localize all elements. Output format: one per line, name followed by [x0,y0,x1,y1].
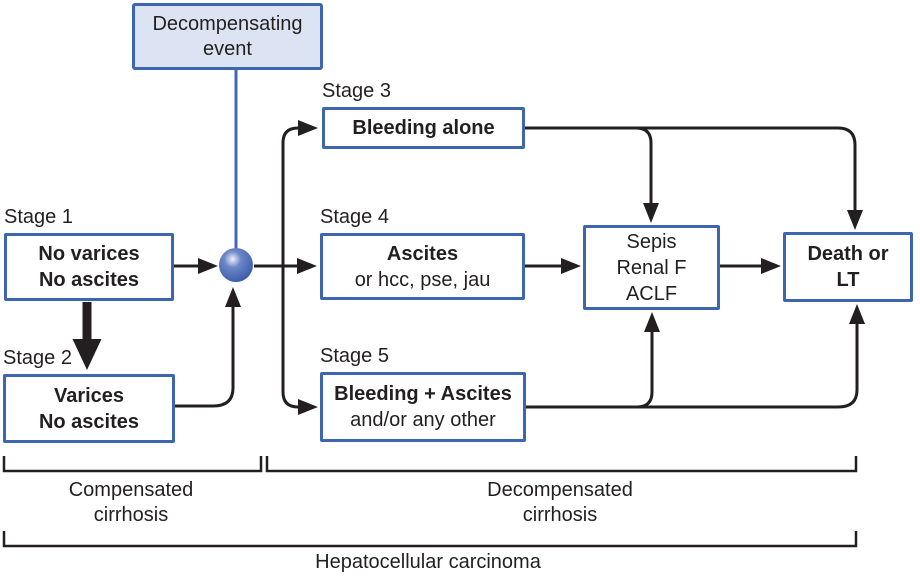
stage4-line2: or hcc, pse, jau [354,268,491,291]
stage4-label: Stage 4 [320,206,389,228]
stage3-line1: Bleeding alone [352,117,495,139]
death-line2: LT [836,269,860,291]
stage1-label: Stage 1 [4,206,73,228]
arrow-stage5-to-sepis [636,312,660,409]
bracket-hepatocellular [2,531,858,548]
stage5-label: Stage 5 [320,345,389,367]
stage3-box: Bleeding alone [322,107,525,149]
stage1-line1: No varices [38,243,140,265]
decompensating-event-box: Decompensating event [132,3,323,70]
decompensation-node-sphere [219,248,253,282]
bracket-decompensated [265,456,858,473]
stage5-line2: and/or any other [350,409,496,431]
arrow-node-to-stage3-and-stage5 [281,120,318,415]
compensated-line2: cirrhosis [93,504,169,526]
compensated-cirrhosis-label: Compensated cirrhosis [11,478,251,528]
hepatocellular-carcinoma-label: Hepatocellular carcinoma [315,551,541,573]
stage1-box: No varices No ascites [4,233,174,301]
stage5-box: Bleeding + Ascites and/or any other [320,372,526,442]
sepis-line2: Renal F [616,256,687,279]
compensated-line1: Compensated [68,479,194,501]
decompensated-line2: cirrhosis [522,504,598,526]
stage3-label: Stage 3 [322,80,391,102]
arrow-stage1-to-stage2 [72,302,102,370]
sepis-line3: ACLF [625,282,678,305]
stage4-box: Ascites or hcc, pse, jau [320,233,525,300]
arrow-stage3-to-death [525,126,863,230]
death-box: Death or LT [783,232,913,302]
stage4-line1: Ascites [386,242,459,265]
sepis-box: Sepis Renal F ACLF [583,225,720,310]
stage2-label: Stage 2 [3,347,72,369]
arrow-stage2-to-node [175,287,241,408]
decompensating-event-line1: Decompensating [152,12,303,35]
stage1-line2: No ascites [38,269,140,291]
sepis-line1: Sepis [626,230,677,253]
decompensated-cirrhosis-label: Decompensated cirrhosis [440,478,680,528]
bracket-compensated [2,456,263,473]
stage2-line2: No ascites [38,410,140,433]
stage2-box: Varices No ascites [3,374,175,443]
stage2-line1: Varices [53,384,125,407]
decompensating-event-line2: event [203,37,252,60]
arrow-stage5-to-death [526,304,865,409]
stage5-line1: Bleeding + Ascites [334,383,512,405]
decompensated-line1: Decompensated [487,479,633,501]
arrow-stage3-to-sepis [635,126,659,223]
death-line1: Death or [807,243,889,265]
